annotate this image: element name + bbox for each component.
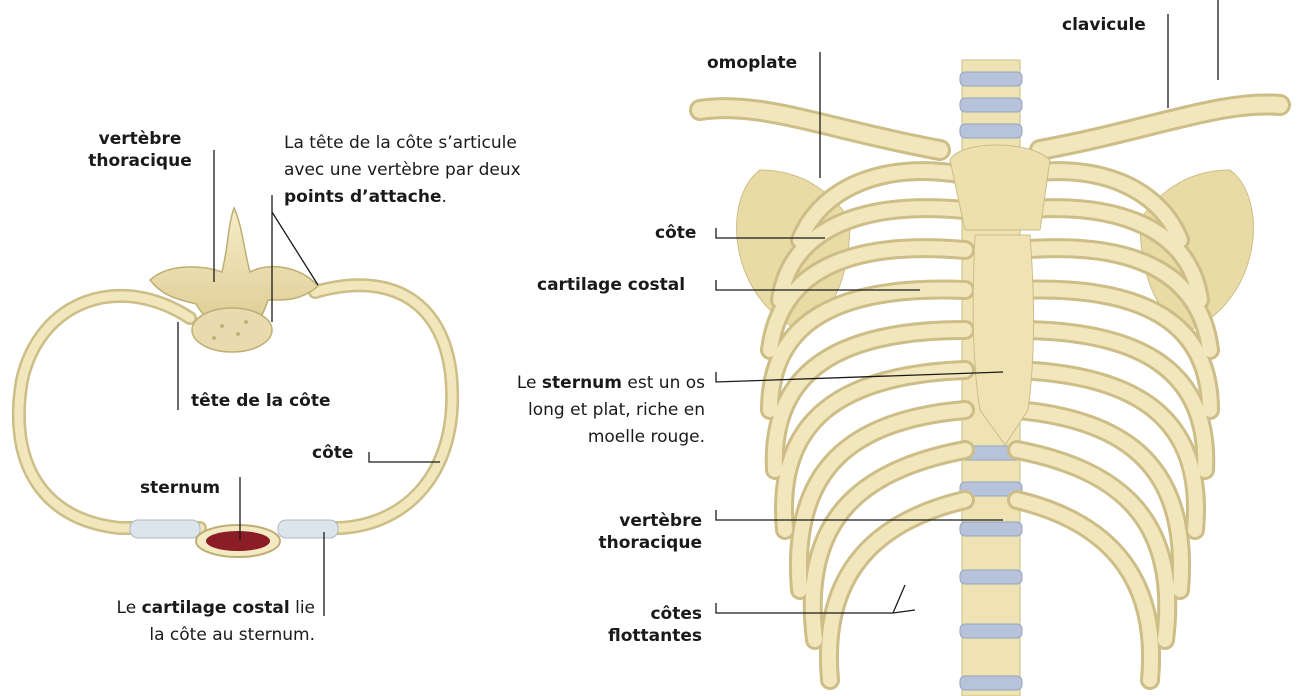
caption-line: points d’attache. bbox=[284, 186, 521, 208]
caption-line: avec une vertèbre par deux bbox=[284, 159, 521, 181]
label-line: thoracique bbox=[80, 150, 200, 172]
label-sternum-left: sternum bbox=[140, 477, 220, 499]
caption-prefix: Le bbox=[517, 373, 542, 393]
caption-prefix: Le bbox=[117, 598, 142, 618]
caption-tete-cote: La tête de la côte s’articule avec une v… bbox=[284, 132, 521, 208]
caption-tail: . bbox=[441, 187, 446, 207]
rib-cross-section bbox=[19, 208, 452, 557]
caption-line: la côte au sternum. bbox=[50, 624, 315, 646]
left-cartilage-b bbox=[278, 520, 338, 538]
caption-bold: cartilage costal bbox=[142, 598, 290, 618]
caption-line: Le cartilage costal lie bbox=[50, 597, 315, 619]
label-omoplate: omoplate bbox=[707, 52, 797, 74]
caption-suffix: est un os bbox=[622, 373, 705, 393]
label-cotes-flottantes: côtes flottantes bbox=[565, 603, 702, 647]
label-line: vertèbre bbox=[80, 128, 200, 150]
left-vertebral-body bbox=[192, 308, 272, 352]
label-tete-de-la-cote: tête de la côte bbox=[191, 390, 330, 412]
caption-sternum: Le sternum est un os long et plat, riche… bbox=[440, 372, 705, 448]
label-clavicule: clavicule bbox=[1062, 14, 1146, 36]
caption-line: long et plat, riche en bbox=[440, 399, 705, 421]
caption-line: La tête de la côte s’articule bbox=[284, 132, 521, 154]
sternum-body bbox=[973, 235, 1033, 445]
label-vertebre-thoracique-left: vertèbre thoracique bbox=[80, 128, 200, 172]
label-line: flottantes bbox=[565, 625, 702, 647]
caption-cartilage-costal: Le cartilage costal lie la côte au stern… bbox=[50, 597, 315, 646]
label-vertebre-thoracique-right: vertèbre thoracique bbox=[565, 510, 702, 554]
caption-bold: sternum bbox=[542, 373, 622, 393]
caption-bold: points d’attache bbox=[284, 187, 441, 207]
label-cartilage-costal: cartilage costal bbox=[537, 274, 685, 296]
label-line: thoracique bbox=[565, 532, 702, 554]
label-cote-left: côte bbox=[312, 442, 353, 464]
label-line: côtes bbox=[565, 603, 702, 625]
caption-suffix: lie bbox=[290, 598, 315, 618]
left-cartilage-a bbox=[130, 520, 200, 538]
caption-line: Le sternum est un os bbox=[440, 372, 705, 394]
manubrium bbox=[950, 145, 1050, 230]
caption-line: moelle rouge. bbox=[440, 426, 705, 448]
rib-cage bbox=[700, 60, 1280, 696]
label-cote-right: côte bbox=[655, 222, 696, 244]
label-line: vertèbre bbox=[565, 510, 702, 532]
